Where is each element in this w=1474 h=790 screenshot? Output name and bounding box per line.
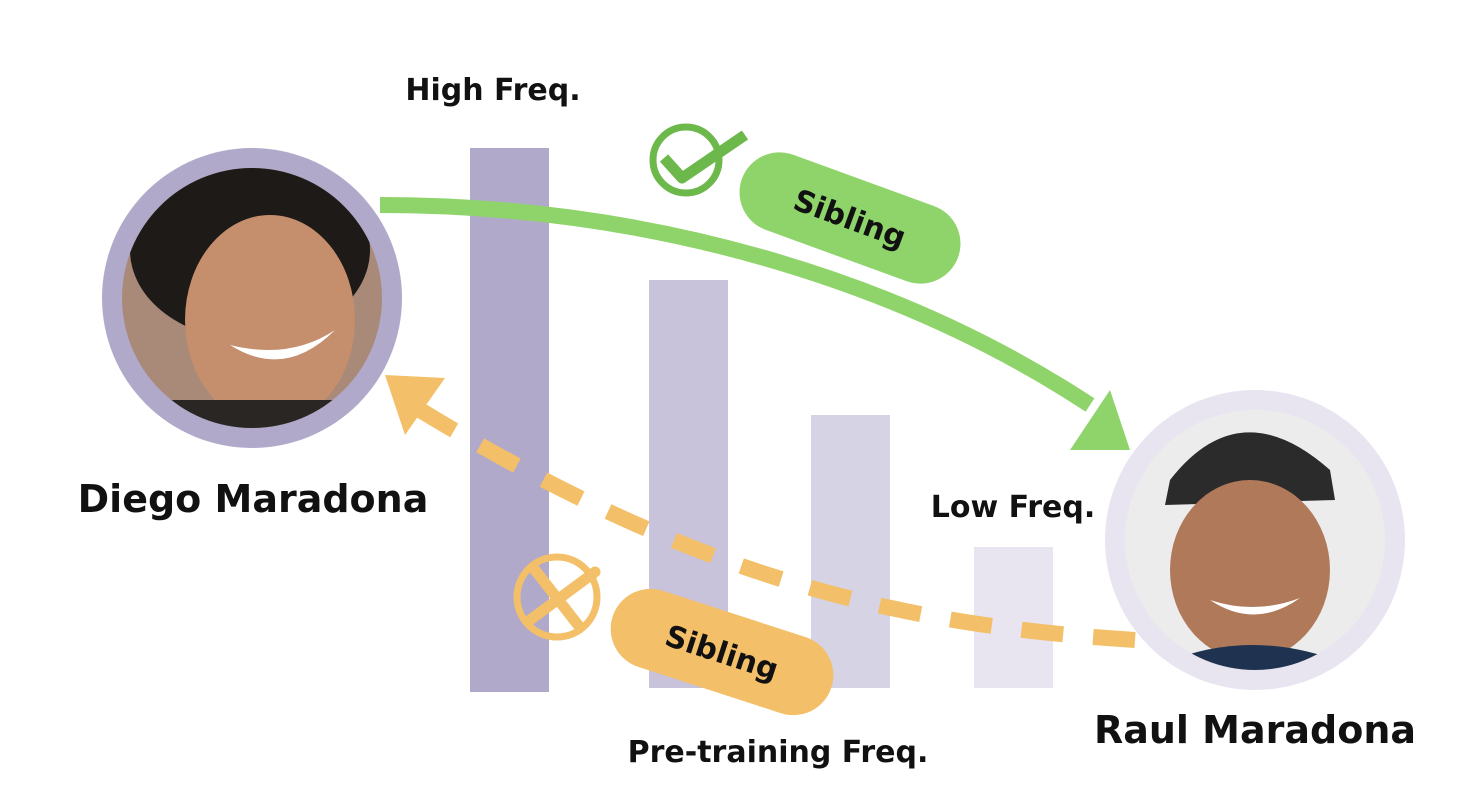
cross-icon <box>513 553 601 641</box>
check-icon <box>649 123 749 197</box>
low-freq-label: Low Freq. <box>931 490 1095 525</box>
raul-portrait <box>1105 390 1405 690</box>
high-freq-label: High Freq. <box>405 73 580 108</box>
backward-arrowhead <box>385 375 445 435</box>
backward-sibling-pill: Sibling <box>610 588 834 716</box>
forward-arrowhead <box>1070 390 1130 450</box>
diego-portrait <box>102 148 402 448</box>
backward-relation-arrow <box>415 403 1136 648</box>
forward-sibling-pill: Sibling <box>739 152 961 284</box>
frequency-bar-1 <box>470 148 549 692</box>
raul-name: Raul Maradona <box>1094 708 1416 752</box>
forward-relation-arrow <box>379 197 1095 412</box>
axis-label: Pre-training Freq. <box>628 735 929 770</box>
frequency-bar-3 <box>811 415 890 688</box>
diego-name: Diego Maradona <box>78 477 429 521</box>
